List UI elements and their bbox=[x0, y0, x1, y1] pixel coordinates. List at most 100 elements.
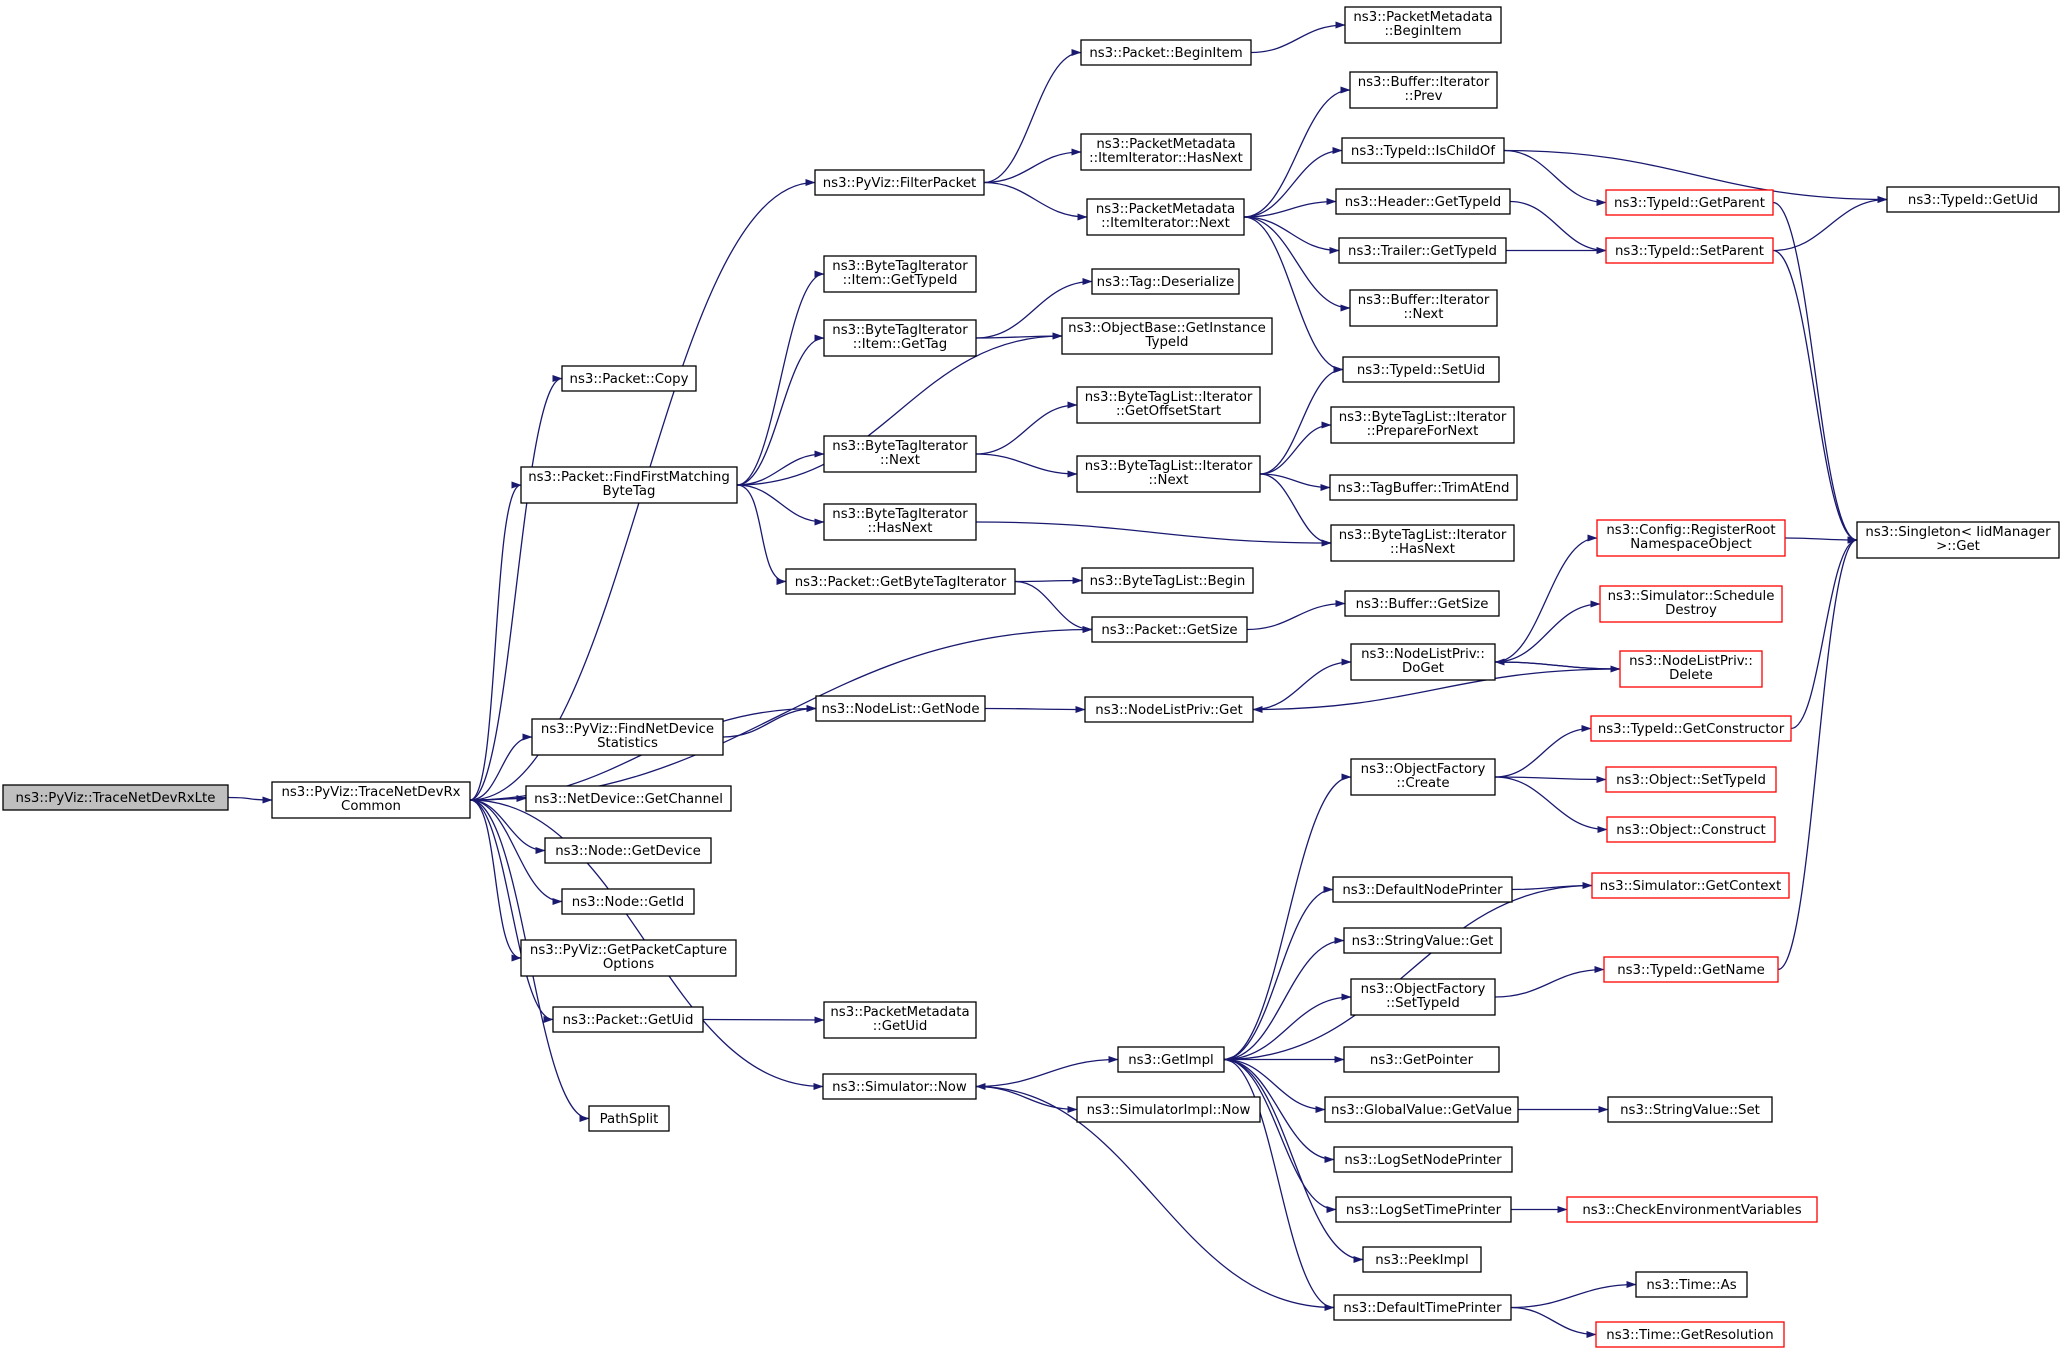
node-pm-beginitem[interactable]: ns3::PacketMetadata::BeginItem bbox=[1344, 6, 1502, 44]
node-getimpl[interactable]: ns3::GetImpl bbox=[1117, 1046, 1225, 1073]
node-bti-item-gettypeid[interactable]: ns3::ByteTagIterator::Item::GetTypeId bbox=[823, 255, 977, 293]
node-box bbox=[1091, 616, 1248, 643]
edge-simulator-now-to-getimpl bbox=[975, 1056, 1119, 1088]
node-typeid-getname[interactable]: ns3::TypeId::GetName bbox=[1603, 956, 1779, 983]
node-typeid-getconstructor[interactable]: ns3::TypeId::GetConstructor bbox=[1590, 715, 1792, 742]
node-typeid-setparent[interactable]: ns3::TypeId::SetParent bbox=[1605, 237, 1774, 264]
node-typeid-ischildof[interactable]: ns3::TypeId::IsChildOf bbox=[1341, 137, 1505, 164]
node-trace-lte[interactable]: ns3::PyViz::TraceNetDevRxLte bbox=[2, 784, 229, 811]
node-pathsplit[interactable]: PathSplit bbox=[588, 1105, 670, 1132]
node-label: ns3::PacketMetadata bbox=[1353, 10, 1492, 25]
node-buffer-iter-next[interactable]: ns3::Buffer::Iterator::Next bbox=[1349, 289, 1498, 327]
node-simulatorimpl-now[interactable]: ns3::SimulatorImpl::Now bbox=[1076, 1096, 1261, 1123]
node-packet-copy[interactable]: ns3::Packet::Copy bbox=[561, 365, 697, 392]
node-label: ::Create bbox=[1396, 776, 1449, 791]
edge-getimpl-to-logsetnodeprinter bbox=[1223, 1058, 1335, 1163]
node-label: ::GetUid bbox=[873, 1019, 928, 1034]
edge-btl-iter-next-to-typeid-setuid bbox=[1259, 366, 1344, 475]
node-filter-packet[interactable]: ns3::PyViz::FilterPacket bbox=[814, 169, 985, 196]
node-objectfactory-settypeid[interactable]: ns3::ObjectFactory::SetTypeId bbox=[1350, 978, 1496, 1016]
node-box bbox=[823, 319, 977, 357]
edge-getimpl-to-globalvalue-getvalue bbox=[1223, 1058, 1326, 1113]
node-objectfactory-create[interactable]: ns3::ObjectFactory::Create bbox=[1350, 758, 1496, 796]
node-nodelistpriv-get[interactable]: ns3::NodeListPriv::Get bbox=[1084, 696, 1254, 723]
node-singleton-get[interactable]: ns3::Singleton< IidManager>::Get bbox=[1856, 521, 2060, 559]
node-globalvalue-getvalue[interactable]: ns3::GlobalValue::GetValue bbox=[1324, 1096, 1519, 1123]
edge-pm-itemiterator-next-to-typeid-setuid bbox=[1243, 216, 1344, 373]
node-pm-itemiterator-next[interactable]: ns3::PacketMetadata::ItemIterator::Next bbox=[1086, 198, 1245, 236]
edge-packet-getsize-to-buffer-getsize bbox=[1246, 600, 1346, 631]
node-label: ns3::ByteTagList::Iterator bbox=[1085, 390, 1253, 405]
node-getpointer[interactable]: ns3::GetPointer bbox=[1343, 1046, 1500, 1073]
edge-objectfactory-create-to-object-settypeid bbox=[1494, 775, 1607, 783]
node-box bbox=[1596, 519, 1786, 557]
node-bti-hasnext[interactable]: ns3::ByteTagIterator::HasNext bbox=[823, 503, 977, 541]
node-typeid-getparent[interactable]: ns3::TypeId::GetParent bbox=[1605, 189, 1774, 216]
node-time-as[interactable]: ns3::Time::As bbox=[1635, 1271, 1748, 1298]
node-pm-itemiterator-hasnext[interactable]: ns3::PacketMetadata::ItemIterator::HasNe… bbox=[1080, 133, 1252, 171]
edge-find-first-to-bti-item-gettypeid bbox=[736, 270, 825, 486]
node-box bbox=[1117, 1046, 1225, 1073]
node-label: ns3::TypeId::SetParent bbox=[1615, 244, 1764, 259]
node-nodelistpriv-doget[interactable]: ns3::NodeListPriv::DoGet bbox=[1350, 643, 1496, 681]
node-stringvalue-get[interactable]: ns3::StringValue::Get bbox=[1343, 927, 1502, 954]
node-label: Options bbox=[603, 957, 654, 972]
node-simulator-getcontext[interactable]: ns3::Simulator::GetContext bbox=[1591, 872, 1790, 899]
node-btl-begin[interactable]: ns3::ByteTagList::Begin bbox=[1081, 567, 1254, 594]
node-label: ns3::LogSetTimePrinter bbox=[1346, 1203, 1502, 1218]
node-stringvalue-set[interactable]: ns3::StringValue::Set bbox=[1607, 1096, 1773, 1123]
edge-filter-packet-to-pm-itemiterator-hasnext bbox=[983, 148, 1082, 184]
node-nodelistpriv-delete[interactable]: ns3::NodeListPriv::Delete bbox=[1619, 650, 1763, 688]
node-label: ns3::NodeListPriv:: bbox=[1361, 647, 1485, 662]
node-defaulttimeprinter[interactable]: ns3::DefaultTimePrinter bbox=[1333, 1294, 1512, 1321]
node-object-settypeid[interactable]: ns3::Object::SetTypeId bbox=[1605, 766, 1777, 793]
node-btl-iter-getoffsetstart[interactable]: ns3::ByteTagList::Iterator::GetOffsetSta… bbox=[1076, 386, 1261, 424]
node-defaultnodeprinter[interactable]: ns3::DefaultNodePrinter bbox=[1332, 876, 1513, 903]
node-simulator-now[interactable]: ns3::Simulator::Now bbox=[822, 1073, 977, 1100]
node-btl-iter-preparefornext[interactable]: ns3::ByteTagList::Iterator::PrepareForNe… bbox=[1330, 406, 1515, 444]
node-btl-iter-next[interactable]: ns3::ByteTagList::Iterator::Next bbox=[1076, 455, 1261, 493]
node-packetmetadata-getuid[interactable]: ns3::PacketMetadata::GetUid bbox=[823, 1001, 977, 1039]
node-buffer-iter-prev[interactable]: ns3::Buffer::Iterator::Prev bbox=[1349, 71, 1498, 109]
node-time-getresolution[interactable]: ns3::Time::GetResolution bbox=[1595, 1321, 1785, 1348]
node-bti-next[interactable]: ns3::ByteTagIterator::Next bbox=[823, 435, 977, 473]
node-label: ns3::PacketMetadata bbox=[830, 1005, 969, 1020]
node-object-construct[interactable]: ns3::Object::Construct bbox=[1606, 816, 1776, 843]
node-packet-getuid[interactable]: ns3::Packet::GetUid bbox=[552, 1006, 704, 1033]
node-box bbox=[552, 1006, 704, 1033]
node-trailer-gettypeid[interactable]: ns3::Trailer::GetTypeId bbox=[1338, 237, 1507, 264]
node-btl-iter-hasnext[interactable]: ns3::ByteTagList::Iterator::HasNext bbox=[1330, 524, 1515, 562]
node-buffer-getsize[interactable]: ns3::Buffer::GetSize bbox=[1344, 590, 1500, 617]
node-packet-getsize[interactable]: ns3::Packet::GetSize bbox=[1091, 616, 1248, 643]
node-packet-getbytetagiterator[interactable]: ns3::Packet::GetByteTagIterator bbox=[785, 568, 1016, 595]
edge-bti-item-gettag-to-tag-deserialize bbox=[975, 278, 1093, 339]
node-node-getdevice[interactable]: ns3::Node::GetDevice bbox=[544, 837, 712, 864]
node-nodelist-getnode[interactable]: ns3::NodeList::GetNode bbox=[815, 695, 986, 722]
node-checkenvironmentvariables[interactable]: ns3::CheckEnvironmentVariables bbox=[1566, 1196, 1818, 1223]
node-typeid-getuid[interactable]: ns3::TypeId::GetUid bbox=[1886, 186, 2060, 213]
node-label: ns3::GetPointer bbox=[1370, 1053, 1474, 1068]
node-logsettimeprinter[interactable]: ns3::LogSetTimePrinter bbox=[1335, 1196, 1512, 1223]
node-box bbox=[1590, 715, 1792, 742]
node-header-gettypeid[interactable]: ns3::Header::GetTypeId bbox=[1335, 188, 1511, 215]
node-packet-beginitem[interactable]: ns3::Packet::BeginItem bbox=[1080, 39, 1252, 66]
node-bti-item-gettag[interactable]: ns3::ByteTagIterator::Item::GetTag bbox=[823, 319, 977, 357]
edge-btl-iter-next-to-btl-iter-hasnext bbox=[1259, 473, 1332, 547]
node-peekimpl[interactable]: ns3::PeekImpl bbox=[1362, 1246, 1482, 1273]
node-netdevice-getchannel[interactable]: ns3::NetDevice::GetChannel bbox=[525, 785, 732, 812]
node-node-getid[interactable]: ns3::Node::GetId bbox=[561, 888, 695, 915]
node-typeid-setuid[interactable]: ns3::TypeId::SetUid bbox=[1342, 356, 1500, 383]
edge-typeid-getname-to-singleton-get bbox=[1777, 536, 1858, 971]
node-tag-deserialize[interactable]: ns3::Tag::Deserialize bbox=[1091, 268, 1240, 295]
node-tagbuffer-trimatend[interactable]: ns3::TagBuffer::TrimAtEnd bbox=[1329, 474, 1518, 501]
node-logsetnodeprinter[interactable]: ns3::LogSetNodePrinter bbox=[1333, 1146, 1513, 1173]
node-label: ::ItemIterator::HasNext bbox=[1089, 151, 1243, 166]
node-box bbox=[1061, 317, 1273, 355]
